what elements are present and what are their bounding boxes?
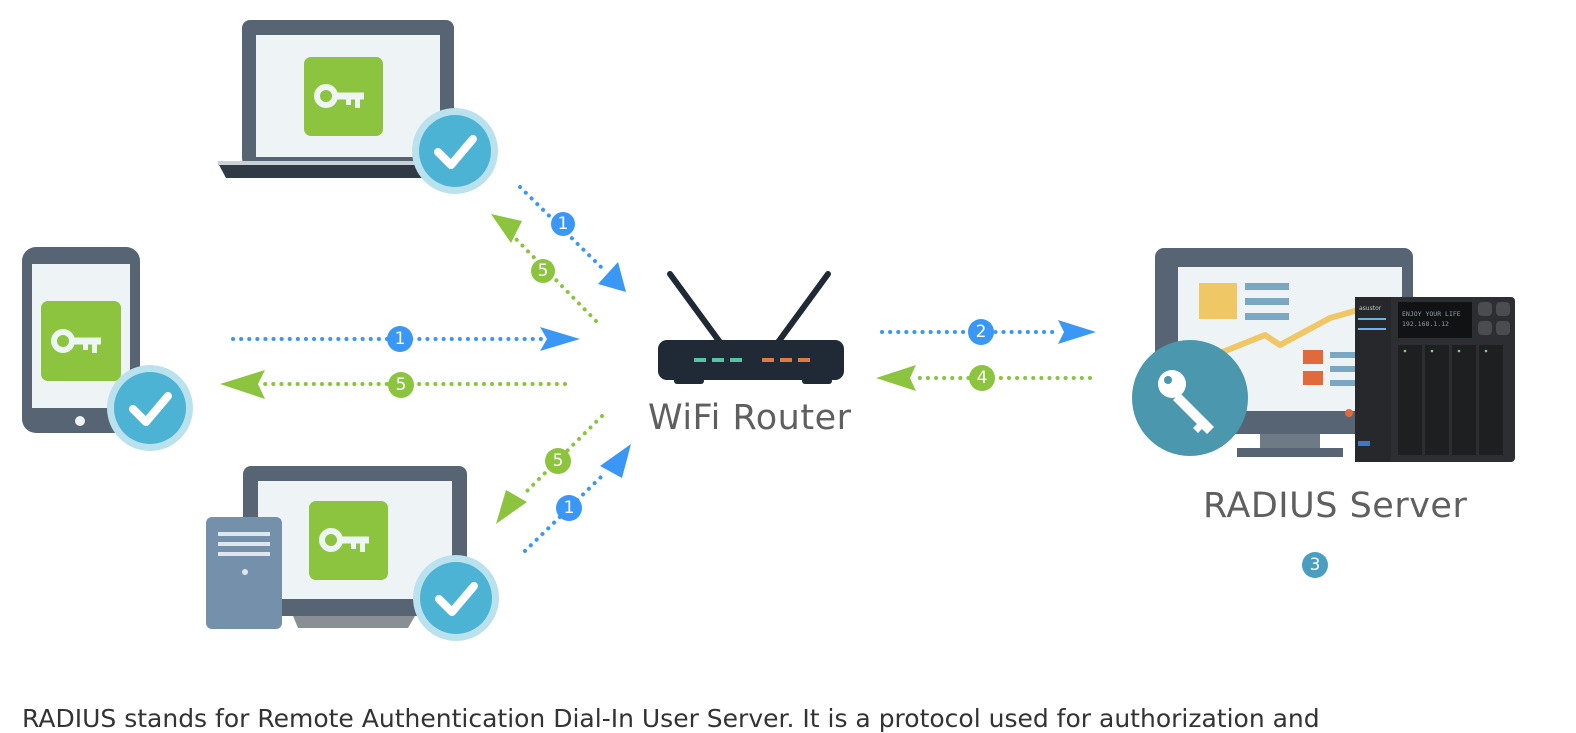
step-badge xyxy=(969,365,995,391)
svg-text:ENJOY YOUR LIFE: ENJOY YOUR LIFE xyxy=(1402,310,1461,318)
step-number: 2 xyxy=(976,322,987,342)
drive-bay xyxy=(1479,345,1503,455)
lcd-display xyxy=(1398,302,1472,338)
drive-bay xyxy=(1398,345,1422,455)
arrow-router-to-server: 2 xyxy=(880,319,1096,345)
tablet-device xyxy=(22,247,193,451)
step-badge xyxy=(388,372,414,398)
arrow-desktop-response: 5 xyxy=(496,414,604,524)
status-led xyxy=(780,358,792,362)
radius-server: ENJOY YOUR LIFE 192.168.1.12 asustor 3 xyxy=(1132,248,1515,578)
step-badge xyxy=(531,259,555,283)
step-number: 1 xyxy=(564,498,575,518)
status-led xyxy=(762,358,774,362)
step-number: 5 xyxy=(538,261,549,281)
step-number: 3 xyxy=(1310,555,1321,575)
tablet-home-button xyxy=(75,416,85,426)
nas-device: ENJOY YOUR LIFE 192.168.1.12 asustor xyxy=(1355,297,1515,462)
wifi-router xyxy=(658,271,844,384)
antenna-left xyxy=(667,271,725,348)
step-badge xyxy=(387,326,413,352)
desktop-device xyxy=(206,466,499,641)
drive-bay xyxy=(1452,345,1476,455)
status-led xyxy=(798,358,810,362)
step-number: 5 xyxy=(396,375,407,395)
step-badge xyxy=(556,495,582,521)
step-badge xyxy=(968,319,994,345)
key-badge xyxy=(1132,340,1248,456)
step-badge xyxy=(545,448,571,474)
caption-text: RADIUS stands for Remote Authentication … xyxy=(22,704,1320,733)
svg-text:asustor: asustor xyxy=(1359,305,1382,312)
step-number: 1 xyxy=(395,329,406,349)
monitor-stand xyxy=(293,616,415,628)
step-number: 5 xyxy=(553,451,564,471)
laptop-device xyxy=(218,20,498,194)
arrow-laptop-request: 1 xyxy=(518,185,626,292)
laptop-base xyxy=(218,163,478,178)
arrow-tablet-response: 5 xyxy=(220,370,567,399)
arrow-laptop-response: 5 xyxy=(491,214,598,323)
arrow-desktop-request: 1 xyxy=(523,444,631,553)
arrow-tablet-request: 1 xyxy=(231,326,580,352)
step-badge xyxy=(551,212,575,236)
svg-text:192.168.1.12: 192.168.1.12 xyxy=(1402,320,1449,328)
check-icon xyxy=(412,108,498,194)
trend-line xyxy=(1218,307,1359,356)
check-icon xyxy=(107,365,193,451)
arrow-server-to-router: 4 xyxy=(876,365,1092,391)
key-icon xyxy=(1158,370,1214,434)
router-label: WiFi Router xyxy=(648,398,852,438)
status-led xyxy=(712,358,724,362)
status-led xyxy=(730,358,742,362)
step-number: 1 xyxy=(558,214,569,234)
server-label: RADIUS Server xyxy=(1203,486,1468,526)
status-led xyxy=(694,358,706,362)
step-badge xyxy=(1302,552,1328,578)
antenna-right xyxy=(773,271,831,348)
drive-bay xyxy=(1425,345,1449,455)
router-body xyxy=(658,340,844,380)
server-monitor-stand xyxy=(1237,448,1343,457)
check-icon xyxy=(413,555,499,641)
step-number: 4 xyxy=(977,368,988,388)
